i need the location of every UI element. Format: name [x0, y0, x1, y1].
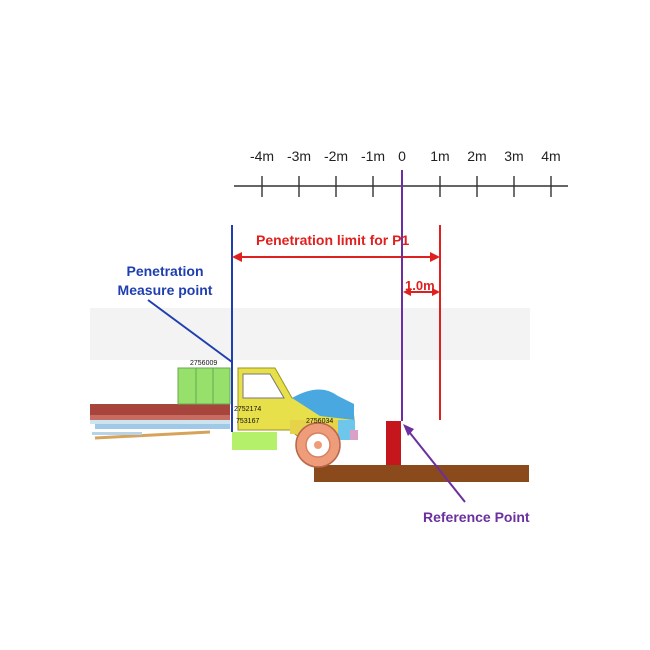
- node-id-label: 2752174: [234, 406, 262, 413]
- scale-tick-label: 0: [398, 148, 406, 164]
- distance-label: 1.0m: [405, 278, 435, 293]
- reference-point-label: Reference Point: [423, 509, 530, 525]
- trailer-brace: [94, 430, 211, 440]
- penetration-measure-point-label: Penetration Measure point: [117, 263, 213, 298]
- scale-tick-label: 3m: [504, 148, 524, 164]
- trailer-strut: [92, 432, 142, 435]
- truck-chassis-block: [232, 432, 277, 450]
- scale-tick-label: 1m: [430, 148, 450, 164]
- distance-arrowhead-left: [403, 288, 411, 296]
- measure-point-leader: [147, 299, 233, 363]
- ground-plate: [314, 465, 529, 482]
- trailer-frame: [90, 420, 230, 424]
- truck-hood: [292, 389, 354, 420]
- truck: [232, 367, 358, 468]
- penetration-limit-arrowhead-left: [232, 252, 242, 262]
- truck-bumper: [350, 430, 358, 440]
- node-id-label: 2756009: [190, 360, 218, 367]
- scale-tick-label: -2m: [323, 148, 349, 164]
- trailer-deck: [90, 404, 230, 415]
- penetration-limit-arrowhead-right: [430, 252, 440, 262]
- front-wheel-hub: [314, 441, 322, 449]
- cargo-box: [177, 367, 231, 405]
- trailer-rail: [95, 424, 230, 429]
- reference-point-arrowhead: [403, 424, 414, 436]
- scale-tick-label: 4m: [541, 148, 561, 164]
- scale-tick-label: -4m: [249, 148, 275, 164]
- trailer-deck-lower: [90, 415, 230, 420]
- reference-point-leader: [405, 427, 466, 503]
- penetration-limit-label: Penetration limit for P1: [256, 232, 410, 248]
- background-band: [90, 308, 530, 360]
- scale-tick-label: 2m: [467, 148, 487, 164]
- trailer: [90, 367, 231, 440]
- barrier-post: [386, 421, 401, 465]
- distance-arrowhead-right: [432, 288, 440, 296]
- scale-tick-label: -1m: [360, 148, 386, 164]
- node-id-label: 753167: [236, 418, 260, 425]
- scale-tick-label: -3m: [286, 148, 312, 164]
- node-id-label: 2756034: [306, 418, 334, 425]
- truck-window: [242, 373, 285, 399]
